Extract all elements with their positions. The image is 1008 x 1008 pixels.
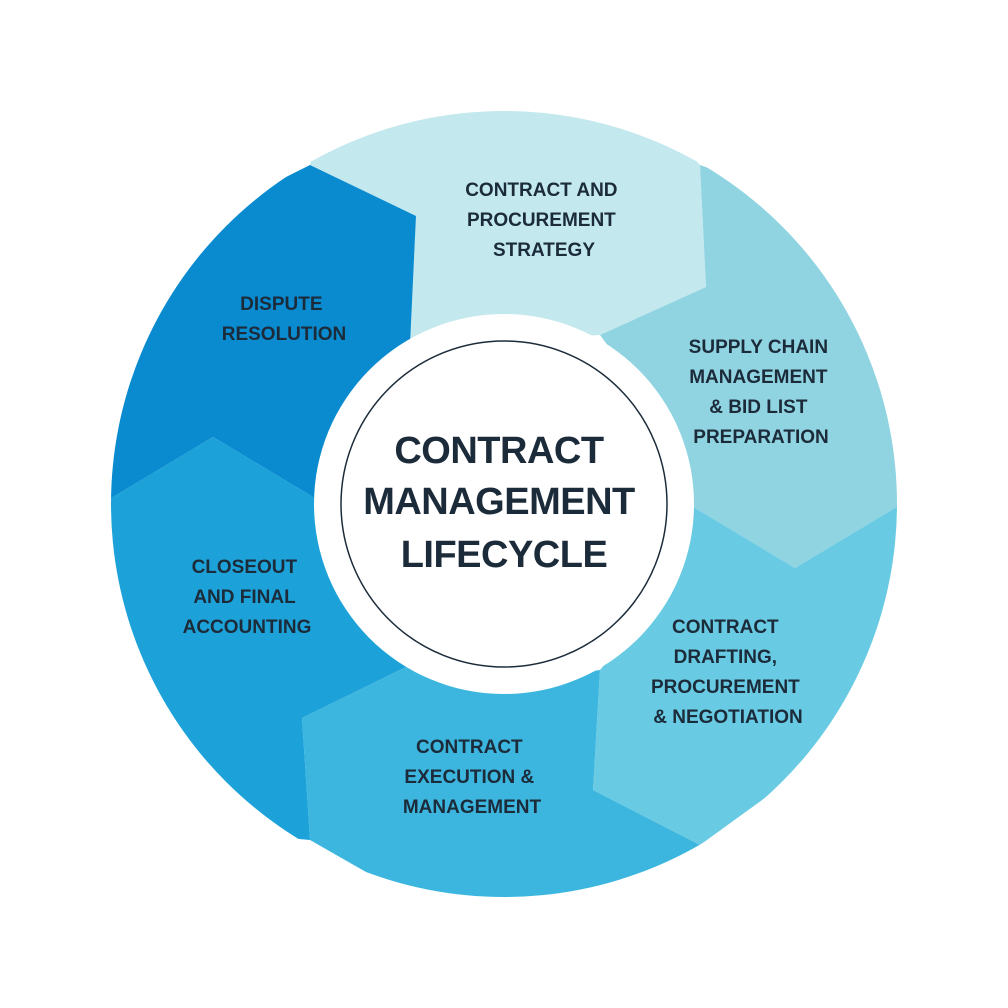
label-line: PREPARATION xyxy=(693,427,828,448)
label-line: CONTRACT AND xyxy=(465,180,617,201)
center-circle-ring xyxy=(340,340,668,668)
label-line: EXECUTION & xyxy=(404,767,534,788)
label-line: & NEGOTIATION xyxy=(653,707,803,728)
label-line: ACCOUNTING xyxy=(183,617,312,638)
label-line: RESOLUTION xyxy=(222,324,347,345)
label-line: SUPPLY CHAIN xyxy=(689,337,828,358)
label-line: DISPUTE xyxy=(240,294,322,315)
segment-contract-execution[interactable] xyxy=(302,665,700,920)
label-supply-chain-management: SUPPLY CHAIN MANAGEMENT & BID LIST PREPA… xyxy=(689,337,834,448)
label-line: MANAGEMENT xyxy=(403,797,542,818)
center-circle-outer xyxy=(314,314,694,694)
label-contract-procurement-strategy: CONTRACT AND PROCUREMENT STRATEGY xyxy=(465,180,623,261)
segment-contract-procurement-strategy[interactable] xyxy=(310,80,706,345)
label-line: CLOSEOUT xyxy=(192,557,298,578)
label-line: MANAGEMENT xyxy=(689,367,828,388)
label-line: STRATEGY xyxy=(493,240,595,261)
label-dispute-resolution: DISPUTE RESOLUTION xyxy=(222,294,347,345)
center-title: CONTRACT MANAGEMENT LIFECYCLE xyxy=(363,430,645,576)
label-line: & BID LIST xyxy=(709,397,808,418)
center-title-line: LIFECYCLE xyxy=(401,534,608,576)
label-line: CONTRACT xyxy=(416,737,523,758)
label-line: AND FINAL xyxy=(193,587,296,608)
center-title-line: CONTRACT xyxy=(394,430,603,472)
label-line: PROCUREMENT xyxy=(467,210,616,231)
label-contract-execution: CONTRACT EXECUTION & MANAGEMENT xyxy=(403,737,542,818)
label-closeout-final-accounting: CLOSEOUT AND FINAL ACCOUNTING xyxy=(183,557,312,638)
label-line: CONTRACT xyxy=(672,617,779,638)
segment-ring xyxy=(111,80,897,920)
label-contract-drafting: CONTRACT DRAFTING, PROCUREMENT & NEGOTIA… xyxy=(651,617,805,728)
label-line: PROCUREMENT xyxy=(651,677,800,698)
center-title-line: MANAGEMENT xyxy=(363,481,635,523)
label-line: DRAFTING, xyxy=(674,647,777,668)
